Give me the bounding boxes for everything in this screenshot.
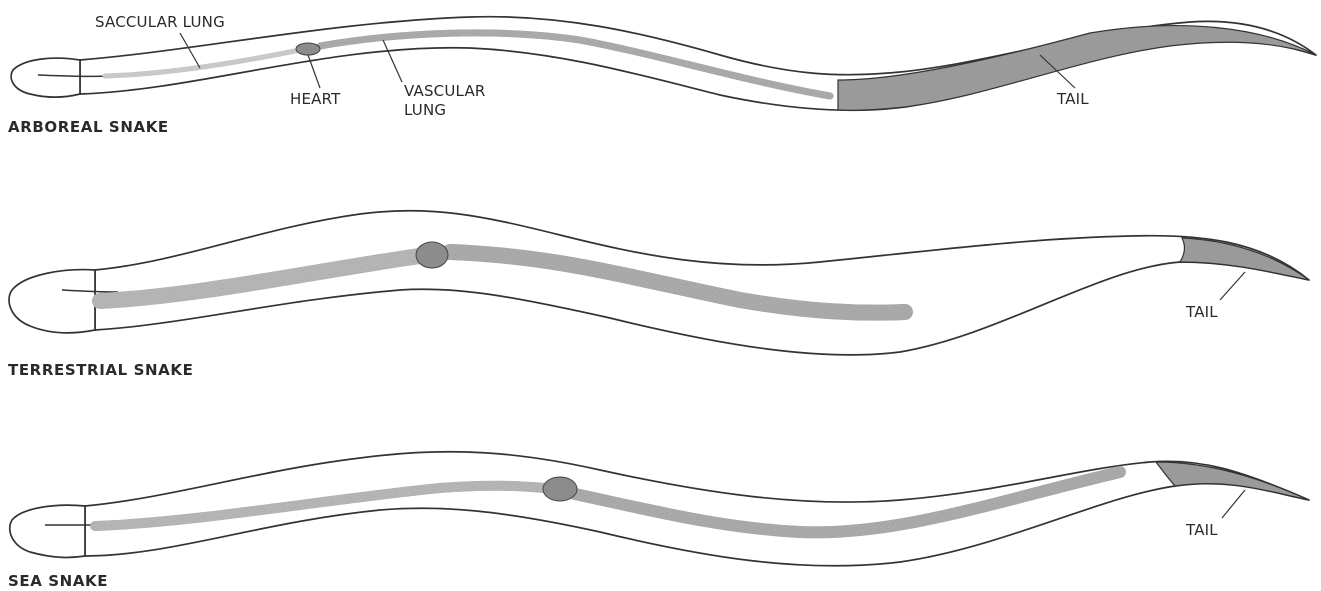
vascular-lung-label-line1: VASCULAR (404, 82, 486, 100)
terrestrial-tail-shading (1180, 238, 1309, 280)
terrestrial-heart (416, 242, 448, 268)
arboreal-head (11, 58, 80, 97)
arboreal-snake-title: ARBOREAL SNAKE (8, 118, 169, 136)
arboreal-snake: SACCULAR LUNG HEART VASCULAR LUNG TAIL A… (8, 13, 1316, 136)
sea-snake-title: SEA SNAKE (8, 572, 108, 590)
arboreal-heart (296, 43, 320, 55)
sea-snake: TAIL SEA SNAKE (8, 452, 1309, 590)
heart-label: HEART (290, 90, 341, 108)
sea-tail-shading (1156, 462, 1309, 500)
arboreal-tail-label: TAIL (1056, 90, 1089, 108)
terrestrial-head (9, 270, 95, 333)
sea-tail-leader (1222, 490, 1245, 518)
sea-tail-label: TAIL (1185, 521, 1218, 539)
terrestrial-snake-title: TERRESTRIAL SNAKE (8, 361, 193, 379)
terrestrial-tail-leader (1220, 272, 1245, 300)
vascular-lung-label-line2: LUNG (404, 101, 446, 119)
saccular-lung-label: SACCULAR LUNG (95, 13, 225, 31)
terrestrial-snake: TAIL TERRESTRIAL SNAKE (8, 211, 1309, 379)
terrestrial-tail-label: TAIL (1185, 303, 1218, 321)
sea-head (10, 505, 85, 557)
sea-heart (543, 477, 577, 501)
